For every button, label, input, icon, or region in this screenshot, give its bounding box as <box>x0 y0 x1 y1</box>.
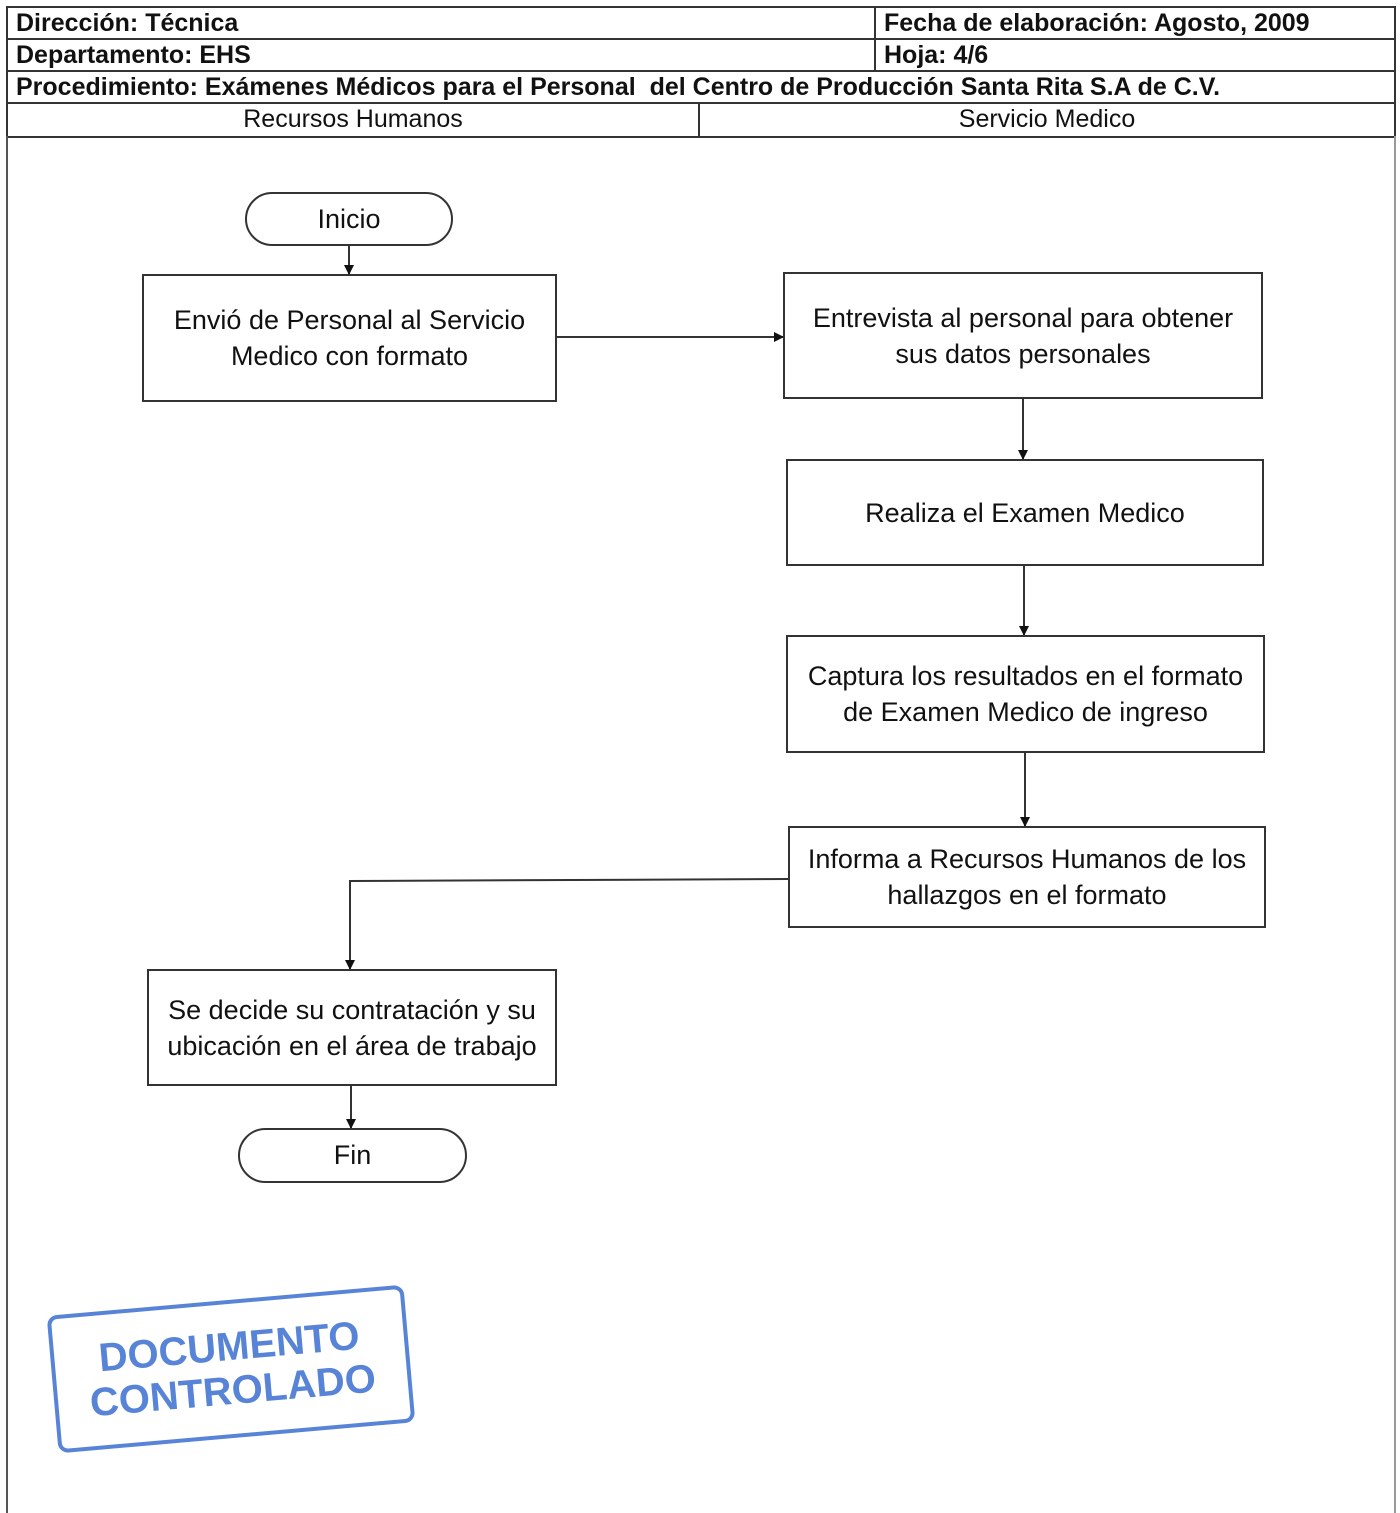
start-terminal: Inicio <box>245 192 453 246</box>
step-examen-medico: Realiza el Examen Medico <box>786 459 1264 566</box>
header-row-2: Departamento: EHS Hoja: 4/6 <box>8 40 1394 72</box>
fecha-label: Fecha de elaboración: Agosto, 2009 <box>884 9 1310 37</box>
lane-servicio-medico: Servicio Medico <box>958 105 1136 133</box>
swimlane-frame <box>6 136 1396 1513</box>
departamento-label: Departamento: EHS <box>8 40 876 70</box>
header-row-3: Procedimiento: Exámenes Médicos para el … <box>8 72 1394 104</box>
lane-recursos-humanos: Recursos Humanos <box>8 104 700 136</box>
step-entrevista: Entrevista al personal para obtener sus … <box>783 272 1263 399</box>
step-decide-contratacion: Se decide su contratación y su ubicación… <box>147 969 557 1086</box>
document-header: Dirección: Técnica Fecha de elaboración:… <box>6 6 1396 138</box>
step-informa-hallazgos: Informa a Recursos Humanos de los hallaz… <box>788 826 1266 928</box>
hoja-label: Hoja: 4/6 <box>884 41 989 69</box>
step-captura-resultados: Captura los resultados en el formato de … <box>786 635 1265 753</box>
direccion-label: Dirección: Técnica <box>8 8 876 38</box>
procedimiento-label: Procedimiento: Exámenes Médicos para el … <box>16 73 1221 101</box>
step-envio-personal: Envió de Personal al Servicio Medico con… <box>142 274 557 402</box>
end-terminal: Fin <box>238 1128 467 1183</box>
header-row-1: Dirección: Técnica Fecha de elaboración:… <box>8 8 1394 40</box>
lane-header-row: Recursos Humanos Servicio Medico <box>8 104 1394 136</box>
